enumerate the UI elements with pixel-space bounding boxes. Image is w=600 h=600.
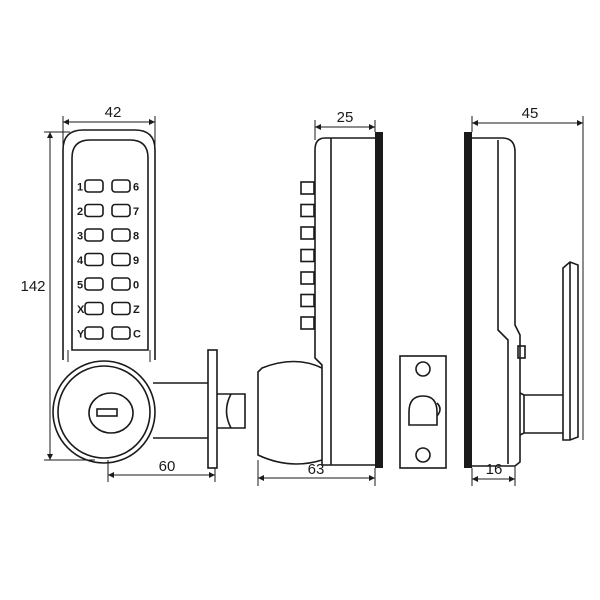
side-button	[300, 203, 315, 218]
dim-backset: 60	[159, 458, 176, 475]
dimension-lines	[44, 116, 584, 486]
keypad-button	[111, 203, 131, 218]
keypad-button	[111, 252, 131, 267]
door-plate-inside	[464, 132, 472, 468]
side-view-outside	[257, 132, 383, 468]
keypad-label: 6	[133, 182, 139, 194]
keypad-button	[84, 228, 104, 242]
side-button	[300, 248, 315, 263]
keypad-label: X	[77, 304, 85, 316]
side-button	[300, 293, 315, 308]
keypad-button	[84, 179, 104, 193]
keypad-label: 3	[77, 231, 83, 243]
keypad-label: 9	[133, 255, 139, 267]
front-view: 1 6 2 7 3 8 4 9 5 0X Z Y C	[52, 129, 246, 469]
front-body-outline	[62, 129, 156, 360]
dim-inside-depth: 45	[522, 105, 539, 122]
dim-height: 142	[20, 278, 45, 295]
side-view-inside	[464, 132, 579, 468]
side-knob	[257, 360, 323, 465]
inside-body	[472, 137, 521, 467]
latch-bolt	[217, 393, 246, 429]
side-button	[300, 316, 315, 330]
strike-plate	[399, 355, 447, 469]
keypad-button	[111, 301, 131, 316]
dim-inside-body: 16	[486, 461, 503, 478]
keypad-label: 5	[77, 280, 83, 292]
side-button	[300, 271, 315, 285]
keypad-button	[111, 228, 131, 242]
dim-overall-depth: 63	[308, 461, 325, 478]
keypad-label: 4	[77, 255, 84, 267]
keypad-label: 2	[77, 206, 83, 218]
spindle	[153, 382, 208, 439]
keypad-label: C	[133, 329, 141, 341]
keypad-label: 7	[133, 206, 139, 218]
keypad-label: 1	[77, 182, 83, 194]
keypad-button	[111, 326, 131, 340]
keypad-label: Z	[133, 304, 140, 316]
keypad-label: 0	[133, 280, 139, 292]
side-buttons	[300, 181, 315, 330]
side-button	[300, 181, 315, 195]
door-plate	[375, 132, 383, 468]
side-body	[314, 137, 375, 466]
key-cylinder	[88, 392, 134, 434]
keypad-button	[84, 301, 104, 316]
keypad-panel	[71, 139, 149, 351]
dim-body-depth: 25	[337, 109, 354, 126]
side-button	[300, 226, 315, 240]
keypad-button	[111, 277, 131, 291]
keypad-buttons: 1 6 2 7 3 8 4 9 5 0X Z Y C	[77, 179, 141, 341]
lever-handle	[562, 261, 579, 441]
keypad-label: 8	[133, 231, 139, 243]
lever-spindle	[519, 392, 563, 436]
knob-outer	[52, 360, 156, 464]
keypad-button	[84, 252, 104, 267]
latch-faceplate	[207, 349, 218, 469]
keyhole-icon	[96, 408, 118, 417]
keypad-button	[111, 179, 131, 193]
keypad-button	[84, 326, 104, 340]
keypad-button	[84, 277, 104, 291]
keypad-label: Y	[77, 329, 85, 341]
keypad-button	[84, 203, 104, 218]
dim-front-width: 42	[105, 104, 122, 121]
knob-inner	[57, 365, 151, 459]
